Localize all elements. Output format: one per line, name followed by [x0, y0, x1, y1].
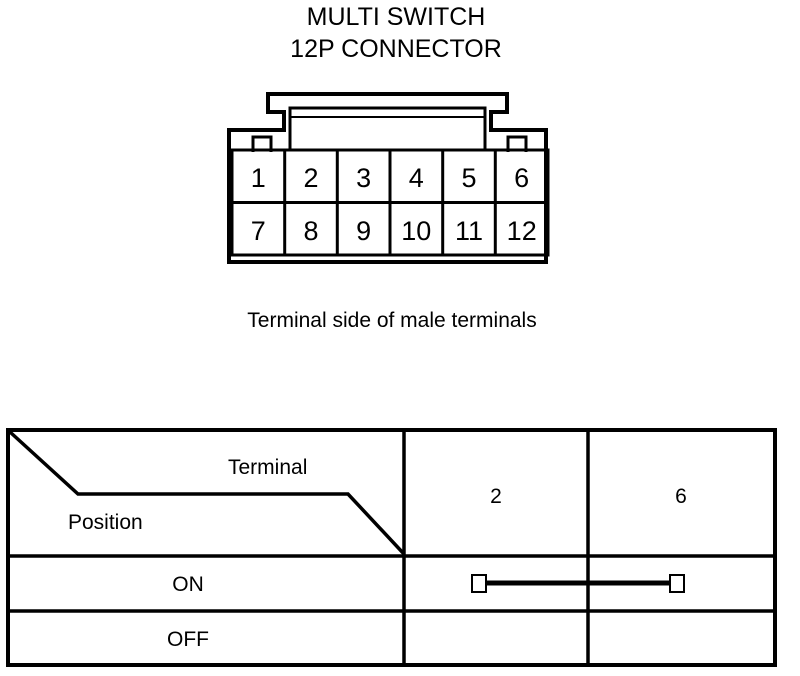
connector-drawing: 1 2 3 4 5 6 7 8 9 10 11 12 Terminal side…: [227, 92, 550, 332]
pin-number-4: 4: [409, 163, 424, 193]
pin-number-7: 7: [251, 216, 266, 246]
continuity-indicator-on: [471, 574, 685, 593]
continuity-terminal-square-left: [471, 574, 487, 593]
pin-number-1: 1: [251, 163, 266, 193]
continuity-table: Terminal Position 2 6 ON OFF: [6, 428, 777, 667]
connector-caption: Terminal side of male terminals: [247, 309, 536, 332]
title-block: MULTI SWITCH 12P CONNECTOR: [290, 3, 502, 63]
connector-shroud-block: [288, 106, 487, 152]
row-label-on: ON: [172, 573, 204, 596]
pin-number-9: 9: [356, 216, 371, 246]
pin-number-5: 5: [461, 163, 476, 193]
connector-housing-outline: [227, 92, 548, 264]
continuity-terminal-square-right: [669, 574, 685, 593]
header-position-label: Position: [68, 511, 143, 534]
pin-number-12: 12: [507, 216, 537, 246]
header-diagonal-divider: [8, 430, 406, 556]
title-line-1: MULTI SWITCH: [307, 3, 486, 31]
column-header-terminal-2: 2: [490, 485, 502, 508]
column-header-terminal-6: 6: [675, 485, 687, 508]
table-border: [6, 428, 777, 667]
pin-number-10: 10: [401, 216, 431, 246]
row-label-off: OFF: [167, 628, 209, 651]
pin-number-6: 6: [514, 163, 529, 193]
title-line-2: 12P CONNECTOR: [290, 35, 502, 63]
connector-tab-right: [506, 135, 528, 152]
pin-number-8: 8: [303, 216, 318, 246]
pin-number-3: 3: [356, 163, 371, 193]
pin-number-11: 11: [455, 216, 483, 246]
connector-tab-left: [251, 135, 273, 152]
header-terminal-label: Terminal: [228, 456, 307, 479]
pin-number-2: 2: [303, 163, 318, 193]
